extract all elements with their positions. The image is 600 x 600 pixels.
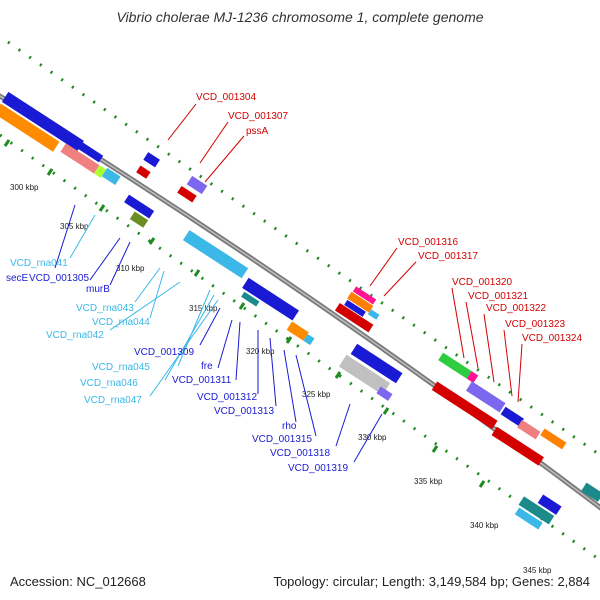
feature-block <box>1 91 84 151</box>
feature-block <box>347 291 374 313</box>
ruler-label: 325 kbp <box>302 390 331 399</box>
feature-label: VCD_rna044 <box>92 317 150 328</box>
feature-block <box>177 185 197 203</box>
feature-label: VCD_001311 <box>172 375 232 386</box>
feature-block <box>303 334 315 346</box>
feature-block <box>352 286 377 305</box>
feature-label: VCD_001315 <box>252 434 312 445</box>
feature-label: VCD_001307 <box>228 111 288 122</box>
feature-label: secE <box>6 273 29 284</box>
feature-block <box>93 165 107 178</box>
feature-label: VCD_001313 <box>214 406 274 417</box>
feature-label: VCD_001305 <box>29 273 89 284</box>
callout-lines <box>54 103 523 463</box>
feature-label: VCD_001319 <box>288 463 348 474</box>
ruler-label: 340 kbp <box>470 521 499 530</box>
topology-label: Topology: circular; Length: 3,149,584 bp… <box>273 574 590 589</box>
feature-label: VCD_rna047 <box>84 395 142 406</box>
feature-label: VCD_001309 <box>134 347 194 358</box>
feature-label: VCD_001322 <box>486 303 546 314</box>
accession-label: Accession: NC_012668 <box>10 574 146 589</box>
feature-block <box>129 211 149 228</box>
feature-block <box>101 167 121 185</box>
feature-label: VCD_001321 <box>468 291 528 302</box>
feature-block <box>143 152 160 168</box>
feature-block <box>182 230 249 279</box>
ruler-label: 335 kbp <box>414 477 443 486</box>
feature-label: VCD_rna041 <box>10 258 68 269</box>
feature-label: pssA <box>246 126 269 137</box>
feature-block <box>500 406 525 427</box>
feature-block <box>466 371 479 384</box>
feature-block <box>241 291 260 307</box>
feature-block <box>70 137 104 163</box>
feature-block <box>376 386 393 401</box>
feature-label: VCD_001318 <box>270 448 330 459</box>
feature-block <box>286 321 309 341</box>
ruler-ticks <box>3 139 536 525</box>
ruler-label: 305 kbp <box>60 222 89 231</box>
ruler-label: 345 kbp <box>523 566 552 575</box>
feature-block <box>438 352 472 379</box>
map-title: Vibrio cholerae MJ-1236 chromosome 1, co… <box>116 9 484 25</box>
feature-block <box>491 426 544 466</box>
feature-label: VCD_001323 <box>505 319 565 330</box>
feature-block <box>124 194 155 219</box>
ruler-label: 320 kbp <box>246 347 275 356</box>
feature-block <box>186 175 208 195</box>
feature-block <box>242 277 299 321</box>
feature-label: VCD_rna046 <box>80 378 138 389</box>
feature-block <box>0 103 60 152</box>
inner-dotted-track <box>0 133 600 562</box>
feature-label: VCD_rna042 <box>46 330 104 341</box>
ruler-label: 300 kbp <box>10 183 39 192</box>
feature-label: murB <box>86 284 110 295</box>
feature-label: VCD_001324 <box>522 333 582 344</box>
feature-block <box>136 165 151 179</box>
feature-block <box>350 343 403 384</box>
feature-block <box>334 302 374 333</box>
feature-block <box>338 354 391 395</box>
feature-label: VCD_001316 <box>398 237 458 248</box>
feature-block <box>60 143 100 174</box>
feature-block <box>465 381 506 413</box>
ruler-label: 315 kbp <box>189 304 218 313</box>
feature-block <box>518 496 555 525</box>
feature-label: VCD_001320 <box>452 277 512 288</box>
feature-block <box>514 507 543 530</box>
feature-block <box>367 309 380 320</box>
feature-label: rho <box>282 421 297 432</box>
feature-label: VCD_001317 <box>418 251 478 262</box>
feature-label: VCD_001312 <box>197 392 257 403</box>
feature-label: VCD_001304 <box>196 92 256 103</box>
feature-block <box>344 299 366 317</box>
reverse-strand-features <box>0 91 562 530</box>
feature-block <box>517 419 541 440</box>
feature-block <box>540 428 567 450</box>
feature-block <box>537 494 562 515</box>
feature-block <box>431 381 498 430</box>
feature-label: fre <box>201 361 213 372</box>
ruler-label: 330 kbp <box>358 433 387 442</box>
forward-strand-features <box>136 152 600 502</box>
ruler-label: 310 kbp <box>116 264 145 273</box>
feature-label: VCD_rna045 <box>92 362 150 373</box>
feature-label: VCD_rna043 <box>76 303 134 314</box>
feature-block <box>581 482 600 502</box>
